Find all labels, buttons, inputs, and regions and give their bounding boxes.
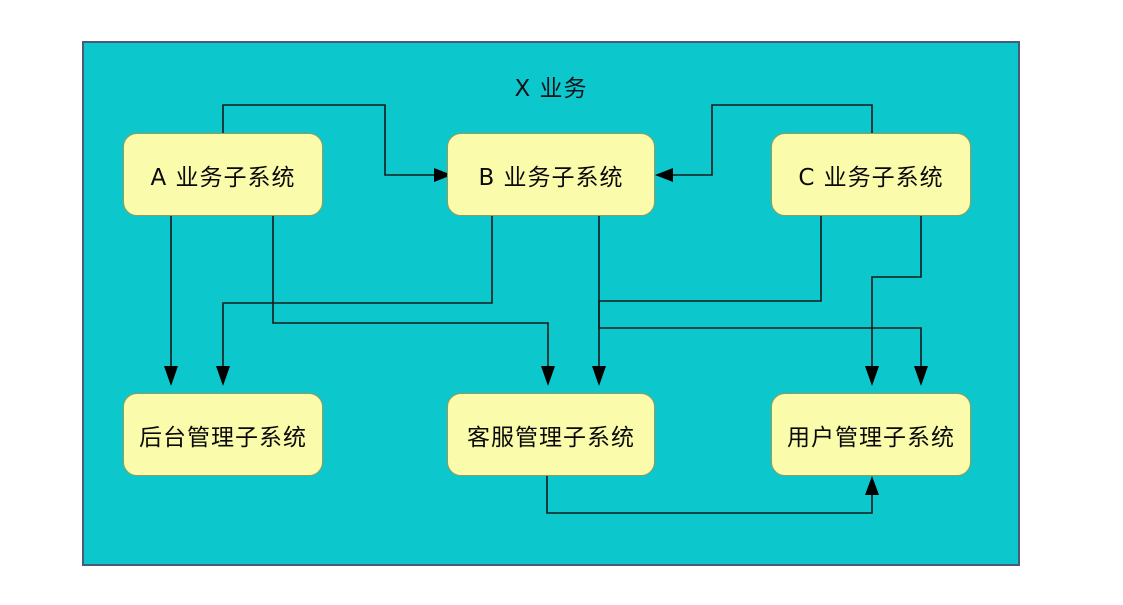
node-label: 用户管理子系统 <box>787 424 955 451</box>
node-label: C 业务子系统 <box>798 164 944 191</box>
node-customer-support-management-subsystem[interactable]: 客服管理子系统 <box>447 393 655 476</box>
node-label: B 业务子系统 <box>478 164 624 191</box>
node-b-business-subsystem[interactable]: B 业务子系统 <box>447 133 655 216</box>
node-label: 后台管理子系统 <box>139 424 307 451</box>
node-label: 客服管理子系统 <box>467 424 635 451</box>
node-c-business-subsystem[interactable]: C 业务子系统 <box>771 133 971 216</box>
node-admin-management-subsystem[interactable]: 后台管理子系统 <box>123 393 323 476</box>
container-title: X 业务 <box>514 76 588 102</box>
node-label: A 业务子系统 <box>150 164 296 191</box>
container-x-business: X 业务 <box>82 41 1020 566</box>
node-user-management-subsystem[interactable]: 用户管理子系统 <box>771 393 971 476</box>
node-a-business-subsystem[interactable]: A 业务子系统 <box>123 133 323 216</box>
